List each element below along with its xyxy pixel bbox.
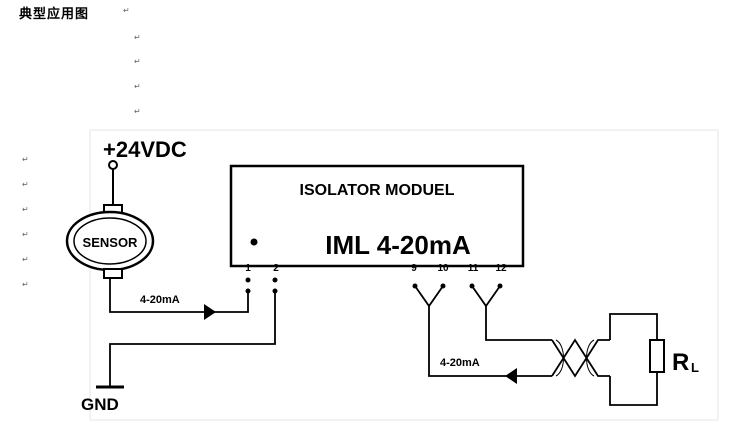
- paragraph-mark: ↵: [22, 255, 29, 264]
- supply-terminal: [108, 160, 118, 170]
- paragraph-mark: ↵: [134, 57, 141, 66]
- output-current-label: 4-20mA: [440, 357, 480, 369]
- module-orientation-dot: [250, 238, 258, 246]
- output-supply-wire: [485, 306, 552, 341]
- paragraph-mark: ↵: [22, 230, 29, 239]
- paragraph-mark: ↵: [22, 180, 29, 189]
- module-model: IML 4-20mA: [325, 230, 471, 260]
- pin-number: 1: [245, 263, 251, 274]
- output-pin-bridge: [471, 285, 501, 308]
- paragraph-mark: ↵: [134, 82, 141, 91]
- load-label: R: [672, 349, 689, 376]
- isolator-module-box: [229, 164, 525, 268]
- load-resistor: [649, 339, 665, 373]
- load-wire-bottom: [609, 372, 658, 406]
- load-label-subscript: L: [691, 360, 699, 375]
- paragraph-mark: ↵: [22, 280, 29, 289]
- paragraph-mark: ↵: [123, 6, 130, 15]
- load-wire-top: [609, 313, 658, 340]
- module-title: ISOLATOR MODUEL: [300, 182, 455, 199]
- sensor-label: SENSOR: [83, 235, 139, 250]
- ground-wire: [109, 290, 276, 386]
- ground-label: GND: [81, 395, 119, 414]
- input-current-label: 4-20mA: [140, 294, 180, 306]
- output-pin-bridge: [414, 285, 444, 308]
- sensor: [65, 204, 155, 279]
- paragraph-mark: ↵: [134, 107, 141, 116]
- pin-terminals: [245, 277, 503, 294]
- paragraph-mark: ↵: [22, 205, 29, 214]
- input-current-wire: [109, 278, 249, 313]
- pin-number: 11: [468, 263, 479, 274]
- pin-number: 12: [495, 263, 507, 274]
- output-current-arrow: [505, 368, 517, 384]
- twisted-pair-shielding: [555, 339, 595, 377]
- input-current-arrow: [204, 304, 216, 320]
- pin-number: 9: [411, 263, 417, 274]
- supply-voltage-label: +24VDC: [103, 137, 187, 162]
- paragraph-mark: ↵: [22, 155, 29, 164]
- pin-number: 10: [437, 263, 449, 274]
- picture-frame: [89, 129, 719, 421]
- paragraph-mark: ↵: [134, 33, 141, 42]
- pin-number: 2: [273, 263, 279, 274]
- page-heading: 典型应用图: [19, 7, 90, 22]
